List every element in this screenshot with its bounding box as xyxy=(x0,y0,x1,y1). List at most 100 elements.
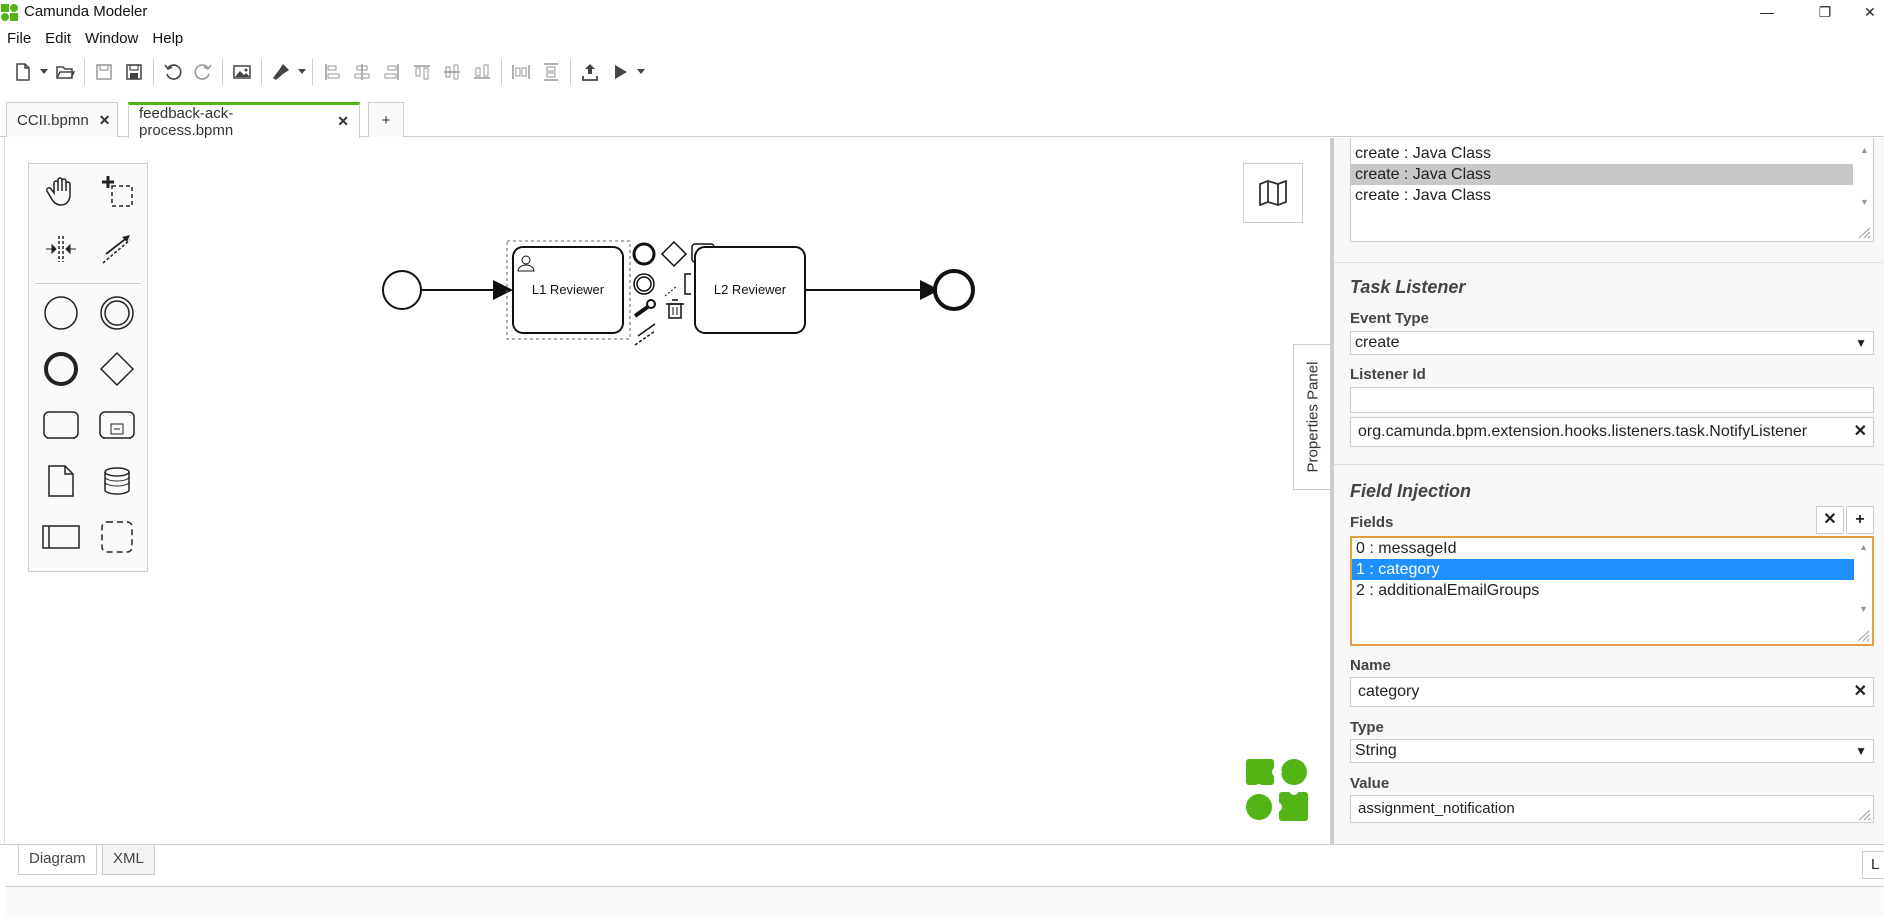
lasso-tool-icon xyxy=(102,176,133,207)
task-listeners-list[interactable]: create : Java Class create : Java Class … xyxy=(1350,138,1874,242)
align-left-button[interactable] xyxy=(317,57,347,87)
java-class-input[interactable]: org.camunda.bpm.extension.hooks.listener… xyxy=(1350,417,1874,447)
resize-handle-icon[interactable] xyxy=(1856,630,1870,642)
scroll-up-icon[interactable]: ▲ xyxy=(1859,542,1868,552)
list-item[interactable]: create : Java Class xyxy=(1355,187,1492,204)
new-file-button[interactable] xyxy=(8,57,38,87)
lasso-tool-button[interactable] xyxy=(95,169,139,213)
global-connect-tool-button[interactable] xyxy=(95,227,139,271)
scroll-down-icon[interactable]: ▼ xyxy=(1859,604,1868,614)
clear-icon[interactable]: ✕ xyxy=(1853,423,1867,440)
new-file-dropdown[interactable] xyxy=(38,57,50,87)
new-tab-button[interactable]: + xyxy=(368,102,404,137)
properties-panel-toggle[interactable]: Properties Panel xyxy=(1293,344,1331,490)
list-item-selected[interactable]: 1 : category xyxy=(1352,559,1854,580)
run-button[interactable] xyxy=(605,57,635,87)
create-end-event-button[interactable] xyxy=(39,347,83,391)
wrench-icon xyxy=(633,304,651,318)
distribute-horizontal-button[interactable] xyxy=(506,57,536,87)
scrollbar[interactable]: ▲ ▼ xyxy=(1854,538,1872,644)
create-intermediate-event-button[interactable] xyxy=(95,291,139,335)
redo-button[interactable] xyxy=(188,57,218,87)
export-image-button[interactable] xyxy=(227,57,257,87)
chevron-down-icon: ▼ xyxy=(1855,336,1867,350)
tab-feedback-ack-process[interactable]: feedback-ack-process.bpmn ✕ xyxy=(128,102,360,139)
tab-ccii[interactable]: CCII.bpmn ✕ xyxy=(6,102,118,137)
create-start-event-button[interactable] xyxy=(39,291,83,335)
align-right-button[interactable] xyxy=(377,57,407,87)
menu-help[interactable]: Help xyxy=(152,30,184,47)
menu-edit[interactable]: Edit xyxy=(45,30,72,47)
save-as-button[interactable] xyxy=(119,57,149,87)
redo-icon xyxy=(194,64,212,80)
chevron-down-icon xyxy=(298,69,306,74)
pool-icon xyxy=(42,525,80,549)
align-left-icon xyxy=(325,64,340,80)
align-bottom-button[interactable] xyxy=(467,57,497,87)
run-dropdown[interactable] xyxy=(635,57,647,87)
remove-field-button[interactable]: ✕ xyxy=(1816,506,1844,534)
create-task-button[interactable] xyxy=(39,403,83,447)
minimize-button[interactable]: — xyxy=(1760,4,1774,20)
space-tool-icon xyxy=(46,236,76,262)
add-field-button[interactable]: + xyxy=(1846,506,1874,534)
create-data-store-button[interactable] xyxy=(95,459,139,503)
hand-tool-button[interactable] xyxy=(39,169,83,213)
scrollbar[interactable]: ▲ ▼ xyxy=(1855,138,1873,241)
close-tab-icon[interactable]: ✕ xyxy=(337,113,349,129)
append-intermediate-event-icon xyxy=(633,273,655,295)
file-tab-bar: CCII.bpmn ✕ feedback-ack-process.bpmn ✕ … xyxy=(0,100,1884,139)
list-item[interactable]: 2 : additionalEmailGroups xyxy=(1356,582,1540,599)
menu-window[interactable]: Window xyxy=(85,30,139,47)
log-toggle-button[interactable]: L xyxy=(1862,851,1884,879)
list-item-selected[interactable]: create : Java Class xyxy=(1351,164,1853,185)
tab-xml[interactable]: XML xyxy=(102,845,155,875)
menu-file[interactable]: File xyxy=(7,30,32,47)
create-data-object-button[interactable] xyxy=(39,459,83,503)
name-input[interactable]: category ✕ xyxy=(1350,677,1874,707)
align-center-icon xyxy=(354,64,370,80)
distribute-vertical-button[interactable] xyxy=(536,57,566,87)
distribute-horizontal-icon xyxy=(512,65,530,79)
resize-handle-icon[interactable] xyxy=(1857,809,1871,821)
list-item[interactable]: create : Java Class xyxy=(1355,145,1492,162)
align-top-icon xyxy=(414,65,430,80)
deploy-button[interactable] xyxy=(575,57,605,87)
align-center-button[interactable] xyxy=(347,57,377,87)
value-textarea[interactable]: assignment_notification xyxy=(1350,795,1874,823)
create-group-button[interactable] xyxy=(95,515,139,559)
fields-list[interactable]: 0 : messageId 1 : category 2 : additiona… xyxy=(1350,536,1874,646)
save-button[interactable] xyxy=(89,57,119,87)
restore-button[interactable]: ❐ xyxy=(1818,3,1832,20)
properties-panel-toggle-label: Properties Panel xyxy=(1304,361,1321,473)
type-select[interactable]: String ▼ xyxy=(1350,739,1874,763)
tab-diagram[interactable]: Diagram xyxy=(18,845,97,875)
diagram-canvas[interactable]: L1 Reviewer L2 Reviewer xyxy=(4,138,1332,844)
intermediate-event-icon xyxy=(100,296,134,330)
align-top-button[interactable] xyxy=(407,57,437,87)
scroll-down-icon[interactable]: ▼ xyxy=(1860,197,1869,207)
space-tool-button[interactable] xyxy=(39,227,83,271)
open-button[interactable] xyxy=(50,57,80,87)
listener-id-input[interactable] xyxy=(1350,387,1874,413)
toolbar-separator xyxy=(261,59,262,85)
close-tab-icon[interactable]: ✕ xyxy=(98,111,111,128)
create-subprocess-button[interactable] xyxy=(95,403,139,447)
resize-handle-icon[interactable] xyxy=(1857,227,1871,239)
align-middle-button[interactable] xyxy=(437,57,467,87)
start-event xyxy=(382,270,422,310)
close-window-button[interactable]: ✕ xyxy=(1864,3,1876,20)
create-pool-button[interactable] xyxy=(39,515,83,559)
type-value: String xyxy=(1355,742,1397,759)
minimap-toggle-button[interactable] xyxy=(1243,163,1303,223)
undo-button[interactable] xyxy=(158,57,188,87)
color-button[interactable] xyxy=(266,57,296,87)
event-type-select[interactable]: create ▼ xyxy=(1350,331,1874,355)
color-dropdown[interactable] xyxy=(296,57,308,87)
clear-icon[interactable]: ✕ xyxy=(1853,683,1867,700)
title-bar: Camunda Modeler — ❐ ✕ xyxy=(0,0,1884,24)
new-file-icon xyxy=(16,63,30,81)
create-gateway-button[interactable] xyxy=(95,347,139,391)
list-item[interactable]: 0 : messageId xyxy=(1356,540,1457,557)
scroll-up-icon[interactable]: ▲ xyxy=(1860,145,1869,155)
